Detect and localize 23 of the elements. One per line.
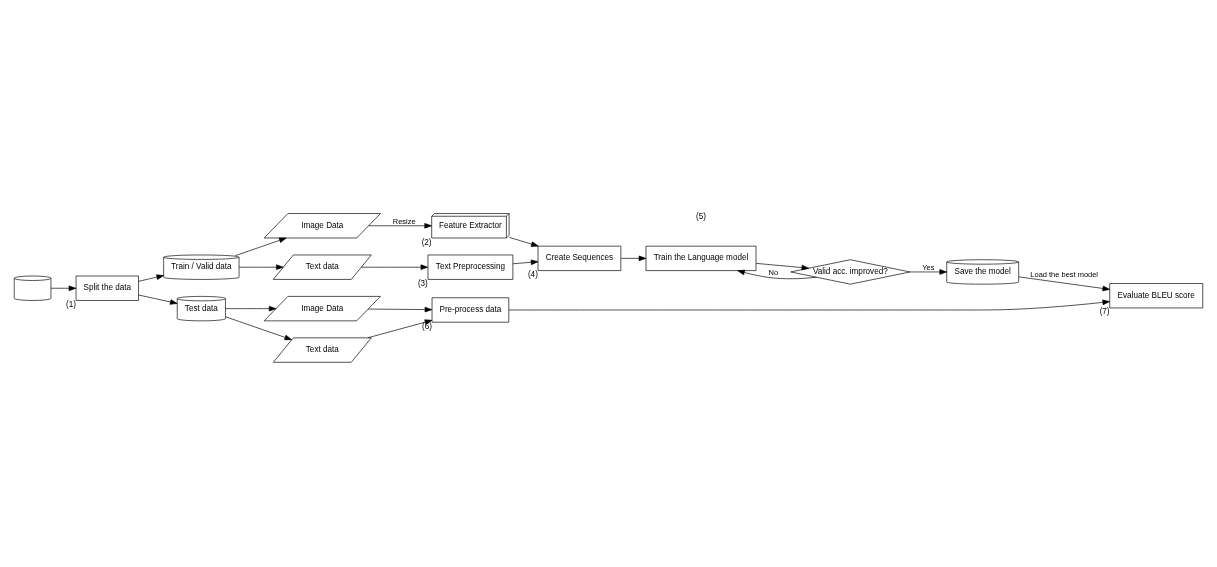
arrow <box>620 255 647 262</box>
arrow <box>138 274 164 282</box>
arrow <box>368 223 432 229</box>
arrow <box>225 305 277 312</box>
arrow <box>50 285 77 291</box>
edge-label: Yes <box>922 262 935 272</box>
arrow <box>138 294 178 305</box>
arrow <box>367 319 433 339</box>
edge-label: Load the best model <box>1030 270 1099 280</box>
arrow <box>1018 276 1110 292</box>
arrow <box>909 269 947 275</box>
arrow <box>238 264 284 270</box>
edge-label: No <box>768 268 779 278</box>
arrow <box>508 299 1110 311</box>
arrow <box>235 237 287 256</box>
arrow <box>512 259 539 265</box>
arrow <box>755 263 810 271</box>
arrow <box>361 264 429 270</box>
arrow <box>367 306 433 313</box>
arrow <box>509 237 539 247</box>
arrow <box>225 316 292 341</box>
arrow <box>737 269 817 280</box>
edge-label: Resize <box>392 216 416 226</box>
